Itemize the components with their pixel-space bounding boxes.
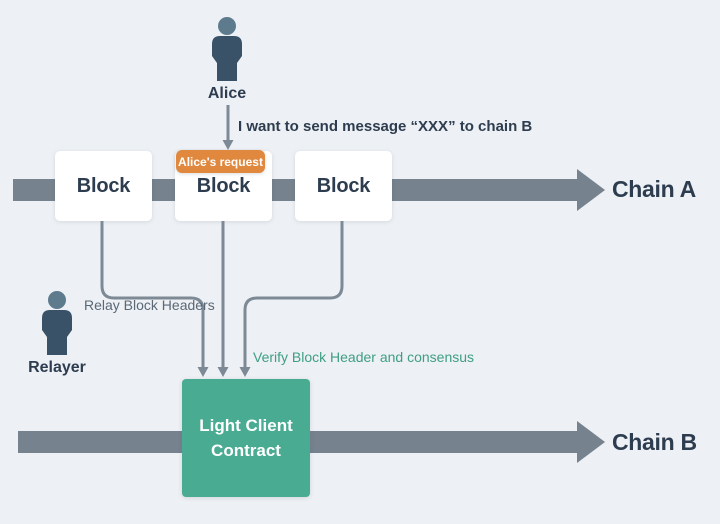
relay-connector-right — [243, 221, 344, 368]
chain-b-label: Chain B — [612, 429, 697, 455]
alice-message: I want to send message “XXX” to chain B — [238, 118, 533, 135]
relayer-head — [48, 291, 66, 309]
alice-body — [212, 36, 242, 81]
alice-arrowhead-icon — [222, 140, 234, 150]
chain-b-arrowhead-icon — [577, 421, 605, 463]
block-3-label: Block — [316, 174, 371, 197]
contract-label-line2: Contract — [211, 441, 281, 460]
relay-connector-left — [100, 221, 205, 368]
block-2-label: Block — [196, 174, 251, 197]
block-1-label: Block — [76, 174, 131, 197]
relayer-label: Relayer — [28, 359, 86, 376]
light-client-contract-box: Light Client Contract — [182, 379, 310, 497]
chain-a-arrowhead-icon — [577, 169, 605, 211]
verify-consensus-label: Verify Block Header and consensus — [253, 349, 475, 365]
alice-head — [218, 17, 236, 35]
relay-arrowhead-left-icon — [197, 367, 209, 377]
block-3: Block — [295, 151, 392, 221]
alice-label: Alice — [207, 85, 247, 102]
alice-person-icon — [212, 17, 242, 81]
block-1: Block — [55, 151, 152, 221]
contract-label-line1: Light Client — [199, 416, 293, 435]
relay-arrowhead-right-icon — [239, 367, 251, 377]
relay-block-headers-label: Relay Block Headers — [84, 297, 215, 313]
chain-a-label: Chain A — [612, 176, 696, 202]
relayer-body — [42, 310, 72, 355]
relayer-person-icon — [42, 291, 72, 355]
alice-request-badge: Alice's request — [176, 150, 265, 173]
relay-arrowhead-middle-icon — [217, 367, 229, 377]
alice-request-badge-label: Alice's request — [178, 154, 263, 169]
